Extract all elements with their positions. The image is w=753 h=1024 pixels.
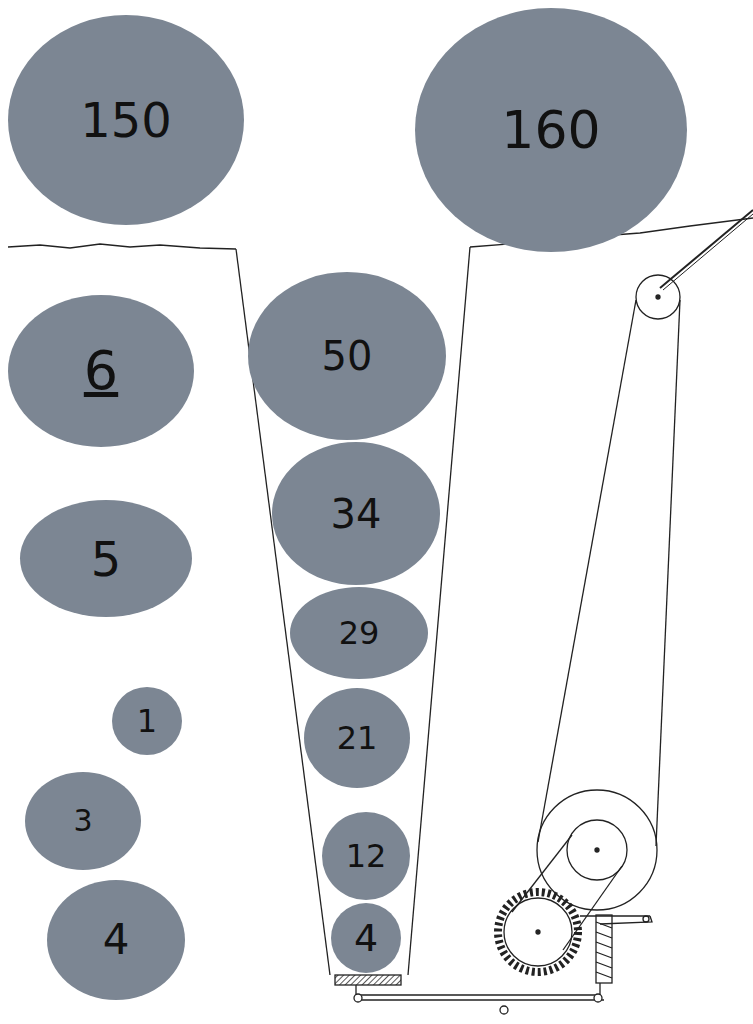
paper-disc: 50 [248, 272, 446, 440]
pivot [643, 916, 649, 922]
paper-disc: 6 [8, 295, 194, 447]
disc-number: 3 [73, 806, 92, 836]
ground-line [8, 244, 236, 249]
paper-disc: 12 [322, 812, 410, 900]
disc-number: 6 [84, 344, 118, 398]
linkage [356, 983, 600, 995]
gear-axle [536, 930, 540, 934]
worm-screw [596, 915, 612, 983]
rope [660, 210, 753, 288]
disc-number: 50 [322, 336, 373, 376]
paper-disc: 4 [331, 903, 401, 973]
disc-number: 1 [137, 705, 157, 737]
paper-disc: 1 [112, 687, 182, 755]
trap-door [335, 975, 401, 985]
belt [563, 866, 622, 950]
pivot [500, 1006, 508, 1014]
wheel-axle [595, 848, 599, 852]
pulley-axle [656, 295, 660, 299]
disc-number: 4 [354, 919, 378, 957]
disc-number: 160 [501, 104, 600, 156]
disc-number: 29 [339, 617, 380, 649]
paper-disc: 4 [47, 880, 185, 1000]
belt [512, 835, 572, 912]
pivot [354, 994, 362, 1002]
belt [538, 300, 636, 842]
gear-teeth [498, 892, 578, 972]
paper-disc: 150 [8, 15, 244, 225]
worm-thread [596, 922, 612, 978]
paper-disc: 160 [415, 8, 687, 252]
pivot [594, 994, 602, 1002]
disc-number: 12 [346, 840, 387, 872]
disc-number: 34 [331, 494, 382, 534]
pulley [636, 275, 680, 319]
paper-disc: 34 [272, 442, 440, 585]
lever-bracket [580, 916, 652, 924]
disc-number: 21 [337, 722, 378, 754]
paper-disc: 5 [20, 500, 192, 617]
paper-disc: 29 [290, 587, 428, 679]
paper-disc: 3 [25, 772, 141, 870]
linkage [356, 999, 604, 1000]
paper-disc: 21 [304, 688, 410, 788]
disc-number: 4 [103, 919, 130, 961]
disc-number: 5 [91, 535, 122, 583]
belt [656, 300, 680, 846]
disc-number: 150 [80, 96, 172, 144]
rope [663, 214, 753, 290]
